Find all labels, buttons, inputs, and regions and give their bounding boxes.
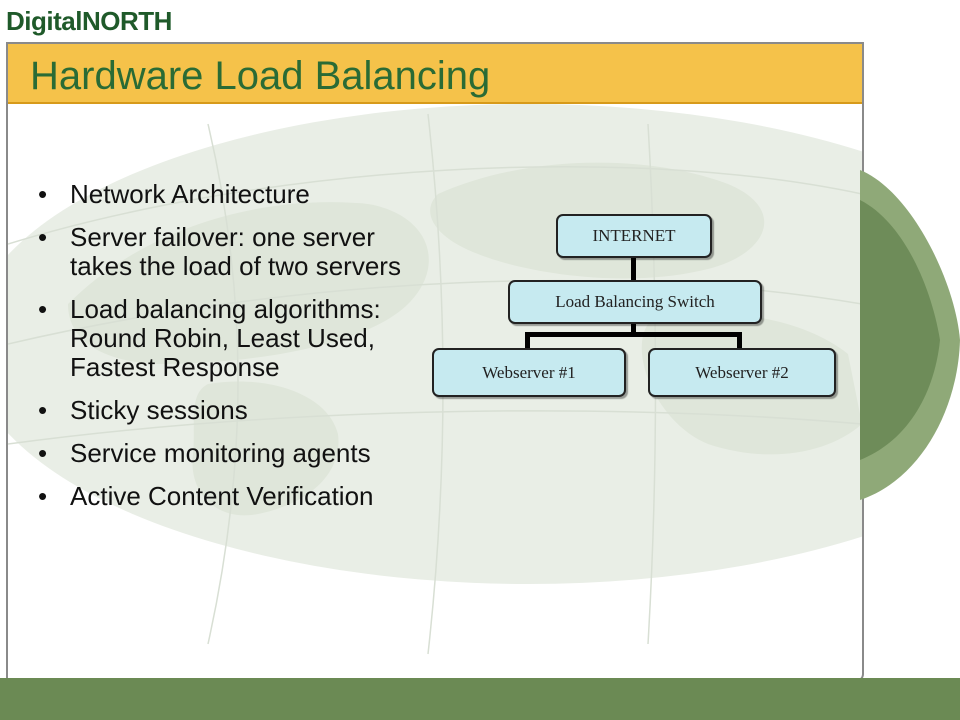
- bullet-text: Sticky sessions: [70, 395, 248, 425]
- connector-internet-switch: [631, 254, 636, 294]
- node-webserver-2: Webserver #2: [648, 348, 836, 397]
- node-webserver-1: Webserver #1: [432, 348, 626, 397]
- bullet-dot: •: [38, 395, 48, 425]
- bullet-text: Server failover: one server takes the lo…: [70, 222, 401, 281]
- bullet-item: • Service monitoring agents: [34, 439, 414, 468]
- bullet-item: • Load balancing algorithms: Round Robin,…: [34, 295, 414, 382]
- bullet-item: • Active Content Verification: [34, 482, 414, 511]
- slide-frame: Hardware Load Balancing • Network Archite…: [6, 42, 864, 682]
- node-internet: INTERNET: [556, 214, 712, 258]
- connector-to-webserver-2: [737, 332, 742, 352]
- node-webserver-1-label: Webserver #1: [482, 362, 576, 382]
- digitalnorth-logo: DigitalNORTH: [6, 6, 172, 36]
- bullet-dot: •: [38, 222, 48, 252]
- bullet-item: • Server failover: one server takes the l…: [34, 223, 414, 281]
- logo-part-north: NORTH: [81, 6, 172, 36]
- bullet-dot: •: [38, 438, 48, 468]
- title-bar: Hardware Load Balancing: [8, 44, 862, 104]
- node-switch-label: Load Balancing Switch: [555, 292, 715, 311]
- bullet-dot: •: [38, 179, 48, 209]
- bullet-text: Active Content Verification: [70, 481, 374, 511]
- bullet-item: • Network Architecture: [34, 180, 414, 209]
- logo-part-digital: Digital: [6, 6, 82, 36]
- bullet-text: Service monitoring agents: [70, 438, 371, 468]
- connector-to-webserver-1: [525, 332, 530, 352]
- bullet-dot: •: [38, 481, 48, 511]
- node-webserver-2-label: Webserver #2: [695, 362, 789, 382]
- bullet-dot: •: [38, 294, 48, 324]
- slide-title: Hardware Load Balancing: [30, 54, 491, 98]
- node-internet-label: INTERNET: [592, 226, 676, 245]
- footer-strip: [0, 678, 960, 720]
- node-load-balancing-switch: Load Balancing Switch: [508, 280, 762, 324]
- connector-switch-down: [631, 322, 636, 336]
- bullet-text: Network Architecture: [70, 179, 310, 209]
- bullet-text: Load balancing algorithms: Round Robin, …: [70, 294, 381, 382]
- bullet-item: • Sticky sessions: [34, 396, 414, 425]
- connector-horizontal: [525, 332, 742, 337]
- bullet-list: • Network Architecture • Server failover: …: [34, 180, 414, 525]
- globe-edge-decoration: [860, 170, 960, 500]
